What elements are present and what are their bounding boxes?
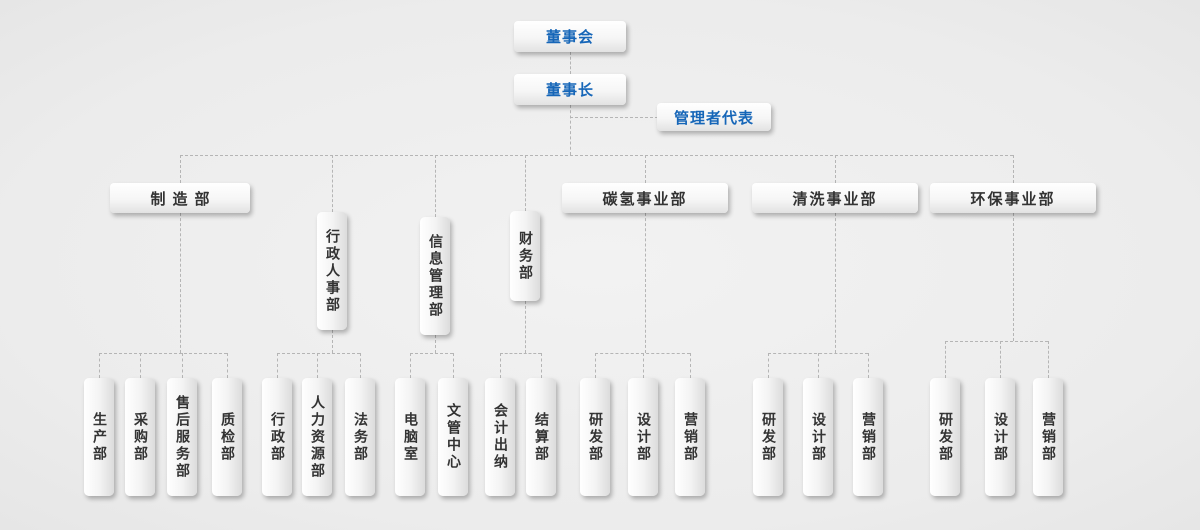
connector-line (99, 353, 100, 378)
node-hydrocarbon-rd-dept: 研发部 (580, 378, 610, 496)
node-environmental-rd-dept: 研发部 (930, 378, 960, 496)
connector-line (570, 105, 571, 155)
connector-line (835, 155, 836, 183)
connector-line (453, 353, 454, 378)
connector-line (180, 155, 1013, 156)
node-hydrocarbon-division: 碳氢事业部 (562, 183, 728, 213)
connector-line (818, 353, 819, 378)
connector-line (435, 335, 436, 353)
node-quality-inspection-dept: 质检部 (212, 378, 242, 496)
connector-line (277, 353, 278, 378)
node-administration-dept: 行政部 (262, 378, 292, 496)
node-environmental-division: 环保事业部 (930, 183, 1096, 213)
connector-line (180, 213, 181, 353)
node-environmental-marketing-dept: 营销部 (1033, 378, 1063, 496)
connector-line (768, 353, 769, 378)
node-board-of-directors: 董事会 (514, 21, 626, 52)
connector-line (645, 213, 646, 353)
node-admin-hr-dept: 行政人事部 (317, 212, 347, 330)
connector-line (332, 155, 333, 212)
connector-line (645, 155, 646, 183)
node-chairman: 董事长 (514, 74, 626, 105)
node-cleaning-design-dept: 设计部 (803, 378, 833, 496)
node-cleaning-marketing-dept: 营销部 (853, 378, 883, 496)
connector-line (277, 353, 360, 354)
connector-line (1048, 341, 1049, 378)
connector-line (945, 341, 1048, 342)
node-computer-room: 电脑室 (395, 378, 425, 496)
connector-line (410, 353, 453, 354)
connector-line (332, 330, 333, 353)
node-info-management-dept: 信息管理部 (420, 217, 450, 335)
connector-line (595, 353, 690, 354)
node-finance-dept: 财务部 (510, 211, 540, 301)
node-human-resources-dept: 人力资源部 (302, 378, 332, 496)
connector-line (140, 353, 141, 378)
connector-line (643, 353, 644, 378)
connector-line (541, 353, 542, 378)
connector-line (1000, 341, 1001, 378)
node-legal-dept: 法务部 (345, 378, 375, 496)
connector-line (317, 353, 318, 378)
connector-line (360, 353, 361, 378)
connector-line (945, 341, 946, 378)
node-accounting-cashier: 会计出纳 (485, 378, 515, 496)
connector-line (435, 155, 436, 217)
connector-line (1013, 155, 1014, 183)
connector-line (868, 353, 869, 378)
node-hydrocarbon-marketing-dept: 营销部 (675, 378, 705, 496)
connector-line (99, 353, 227, 354)
connector-line (1013, 213, 1014, 341)
node-hydrocarbon-design-dept: 设计部 (628, 378, 658, 496)
node-document-center: 文管中心 (438, 378, 468, 496)
connector-line (182, 353, 183, 378)
node-production-dept: 生产部 (84, 378, 114, 496)
node-settlement-dept: 结算部 (526, 378, 556, 496)
connector-line (525, 301, 526, 353)
connector-line (500, 353, 541, 354)
node-after-sales-service-dept: 售后服务部 (167, 378, 197, 496)
node-cleaning-rd-dept: 研发部 (753, 378, 783, 496)
connector-line (180, 155, 181, 183)
node-cleaning-division: 清洗事业部 (752, 183, 918, 213)
node-purchasing-dept: 采购部 (125, 378, 155, 496)
node-manufacturing-dept: 制造部 (110, 183, 250, 213)
connector-line (595, 353, 596, 378)
connector-line (500, 353, 501, 378)
connector-line (835, 213, 836, 353)
connector-line (410, 353, 411, 378)
node-environmental-design-dept: 设计部 (985, 378, 1015, 496)
node-management-representative: 管理者代表 (657, 103, 771, 131)
connector-line (570, 117, 658, 118)
connector-line (690, 353, 691, 378)
connector-line (570, 52, 571, 74)
connector-line (525, 155, 526, 211)
connector-line (227, 353, 228, 378)
